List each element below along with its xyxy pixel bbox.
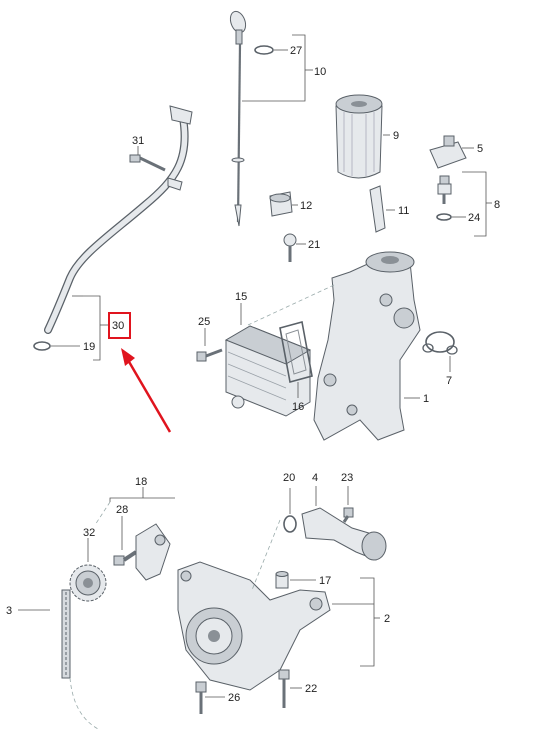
chain-3-part[interactable]: [61, 589, 71, 679]
callout-25: 25: [198, 316, 210, 328]
dipstick-guide-tube-part[interactable]: [44, 105, 193, 334]
ring-24-part[interactable]: [436, 213, 452, 221]
sprocket-32-part[interactable]: [69, 564, 107, 602]
callout-12: 12: [300, 200, 312, 212]
callout-10: 10: [314, 66, 326, 78]
callout-20: 20: [283, 472, 295, 484]
gasket-16-part[interactable]: [279, 320, 313, 384]
arrow-head-icon: [121, 348, 135, 366]
sleeve-17-part[interactable]: [275, 571, 289, 589]
tensioner-bolt-28-part[interactable]: [113, 550, 138, 566]
ring-20-part[interactable]: [283, 515, 297, 533]
callout-23: 23: [341, 472, 353, 484]
callout-17: 17: [319, 575, 331, 587]
oil-pump-part[interactable]: [177, 561, 331, 691]
suction-pipe-4-part[interactable]: [301, 507, 387, 561]
dipstick-part[interactable]: [228, 9, 249, 227]
callout-27: 27: [290, 45, 302, 57]
callout-11: 11: [398, 205, 409, 217]
oil-filter-housing-part[interactable]: [313, 251, 421, 441]
dipstick-seal-part[interactable]: [254, 45, 274, 55]
callout-3: 3: [6, 605, 12, 617]
callout-21: 21: [308, 239, 320, 251]
callout-2: 2: [384, 613, 390, 625]
highlight-box: [108, 312, 131, 339]
callout-28: 28: [116, 504, 128, 516]
bolt-22-part[interactable]: [278, 669, 290, 708]
callout-19: 19: [83, 341, 95, 353]
callout-1: 1: [423, 393, 429, 405]
callout-8: 8: [494, 199, 500, 211]
bolt-26-part[interactable]: [195, 681, 207, 714]
callout-5: 5: [477, 143, 483, 155]
highlight-arrow: [126, 359, 172, 433]
sensor-12-part[interactable]: [269, 191, 293, 217]
oil-filter-part[interactable]: [335, 94, 383, 179]
bolt-25-part[interactable]: [196, 348, 223, 362]
callout-16: 16: [292, 401, 304, 413]
callout-18: 18: [135, 476, 147, 488]
callout-15: 15: [235, 291, 247, 303]
seal-7-part[interactable]: [422, 331, 458, 355]
o-ring-19-part[interactable]: [33, 341, 51, 351]
callout-32: 32: [83, 527, 95, 539]
callout-7: 7: [446, 375, 452, 387]
callout-24: 24: [468, 212, 480, 224]
callout-30: 30: [112, 320, 124, 332]
callout-4: 4: [312, 472, 318, 484]
callout-31: 31: [132, 135, 144, 147]
sensor-8-part[interactable]: [437, 175, 452, 204]
callout-22: 22: [305, 683, 317, 695]
filter-stud-part[interactable]: [369, 185, 386, 233]
callout-26: 26: [228, 692, 240, 704]
bolt-31-part[interactable]: [129, 154, 166, 172]
bolt-23-part[interactable]: [342, 507, 354, 523]
switch-5-part[interactable]: [429, 135, 467, 169]
callout-9: 9: [393, 130, 399, 142]
plug-21-part[interactable]: [283, 233, 297, 262]
chain-tensioner-part[interactable]: [135, 523, 171, 581]
